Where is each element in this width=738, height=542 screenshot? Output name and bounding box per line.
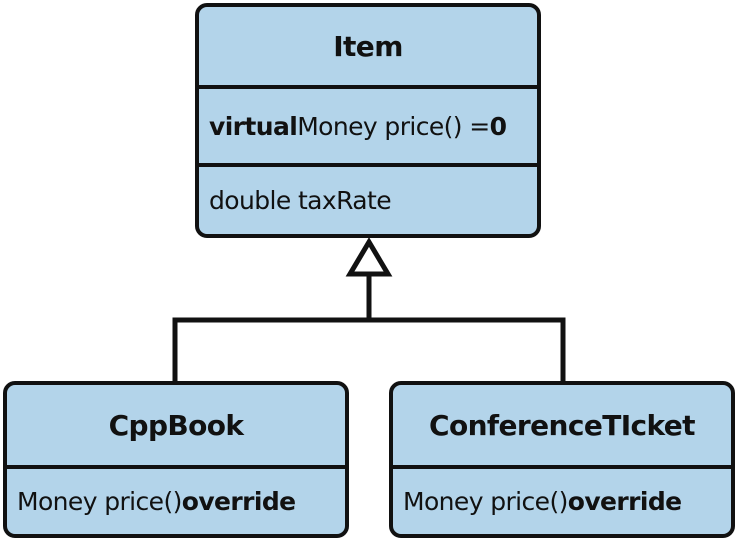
method-signature: Money price() = <box>297 111 490 141</box>
method-signature: Money price() <box>17 487 182 516</box>
class-conference-ticket-name: ConferenceTIcket <box>429 408 696 442</box>
class-cppbook-method-price: Money price() override <box>7 465 345 534</box>
keyword-override: override <box>567 487 682 516</box>
keyword-override: override <box>181 487 296 516</box>
class-item-attribute-taxrate: double taxRate <box>199 163 537 234</box>
class-item-method-price: virtual Money price() = 0 <box>199 85 537 163</box>
class-conference-ticket-method-price: Money price() override <box>393 465 731 534</box>
inheritance-arrowhead <box>345 237 393 277</box>
class-cppbook[interactable]: CppBook Money price() override <box>3 381 349 538</box>
method-signature: Money price() <box>403 487 568 516</box>
keyword-virtual: virtual <box>209 111 298 141</box>
class-item[interactable]: Item virtual Money price() = 0 double ta… <box>195 3 541 238</box>
pure-virtual-zero: 0 <box>489 111 507 141</box>
inheritance-line <box>172 317 566 382</box>
class-conference-ticket[interactable]: ConferenceTIcket Money price() override <box>389 381 735 538</box>
class-item-name: Item <box>333 29 403 63</box>
class-cppbook-name: CppBook <box>108 408 244 442</box>
